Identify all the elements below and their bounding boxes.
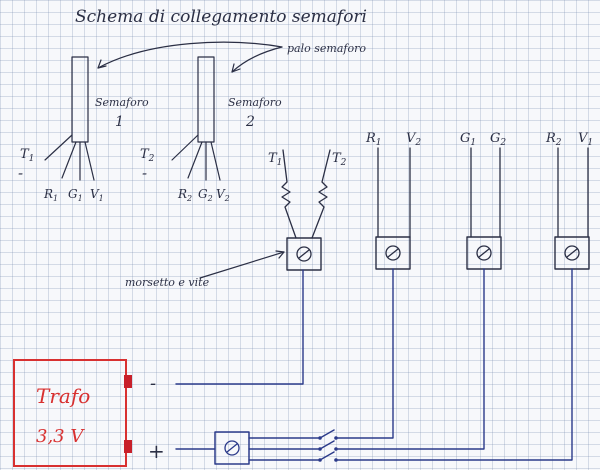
semaphore-2-label: Semaforo [228,96,282,109]
terminal-g1-label: G1 [460,131,476,148]
transformer-box [13,359,127,467]
semaphore-2-wires [171,134,221,181]
terminal-g2-label: G2 [490,131,506,148]
screw-3-icon [476,245,492,261]
terminal-group-t: T1 T2 [268,149,347,271]
switch-feed-wires [248,437,319,461]
terminal-r1-label: R1 [365,131,382,148]
transformer-plus-terminal [124,440,132,453]
terminal-v2-label: V2 [406,131,421,148]
terminal-block-1 [286,237,322,271]
terminal-t1-wire [281,149,297,239]
wire-negative [175,269,304,385]
wire-to-terminal-3 [337,268,485,450]
ink-wiring [175,268,573,465]
semaphore-1-wire-v: V1 [90,187,104,203]
terminal-pointer-arrow [199,250,285,279]
switches [318,429,338,462]
transformer-voltage: 3,3 V [36,426,85,447]
terminal-t1-label: T1 [268,151,282,168]
semaphore-2-t: T2 [140,147,155,164]
semaphore-2-wire-g: G2 [198,187,213,203]
diagram-title: Schema di collegamento semafori [75,7,367,27]
terminal-r2v1-wires [557,147,589,238]
transformer-label: Trafo [36,384,90,408]
semaphore-1-label: Semaforo [95,96,149,109]
pole-arrows [97,41,283,73]
pole-label: palo semaforo [287,42,366,55]
semaphore-2-wire-v: V2 [216,187,230,203]
minus-sign: - [150,373,156,394]
semaphore-1-wire-g: G1 [68,187,83,203]
terminal-g-wires [470,147,501,238]
semaphore-1-wire-r: R1 [43,187,58,203]
terminal-group-g: G1 G2 [460,131,506,270]
plus-sign: + [148,439,165,463]
terminal-label: morsetto e vite [125,276,210,289]
terminal-v1-label: V1 [578,131,593,148]
terminal-r1v2-wires [377,147,411,238]
terminal-t2-label: T2 [332,151,347,168]
transformer: Trafo 3,3 V - + [13,359,165,467]
semaphore-2-pole [197,56,215,143]
wire-to-terminal-2 [337,268,394,439]
semaphore-2-minus: - [142,164,147,182]
semaphore-1-pole [71,56,89,143]
semaphore-2-wire-r: R2 [177,187,192,203]
screw-2-icon [385,245,401,261]
terminal-group-r2v1: R2 V1 [545,131,593,270]
screw-main-icon [224,440,240,456]
terminal-group-r1v2: R1 V2 [365,131,421,270]
screw-4-icon [564,245,580,261]
semaphore-1-number: 1 [115,114,124,130]
screw-1-icon [296,246,312,262]
semaphore-1-wires [44,134,95,181]
wire-to-terminal-4 [337,268,573,461]
terminal-r2-label: R2 [545,131,562,148]
semaphore-1-minus: - [18,164,23,182]
transformer-minus-terminal [124,375,132,388]
semaphore-2-number: 2 [245,114,255,130]
semaphore-1: Semaforo 1 T1 - R1 G1 V1 [18,56,149,203]
terminal-t2-wire [311,149,331,239]
semaphore-2: Semaforo 2 T2 - R2 G2 V2 [140,56,282,203]
semaphore-1-t: T1 [20,147,34,164]
terminal-block-main [214,431,250,465]
